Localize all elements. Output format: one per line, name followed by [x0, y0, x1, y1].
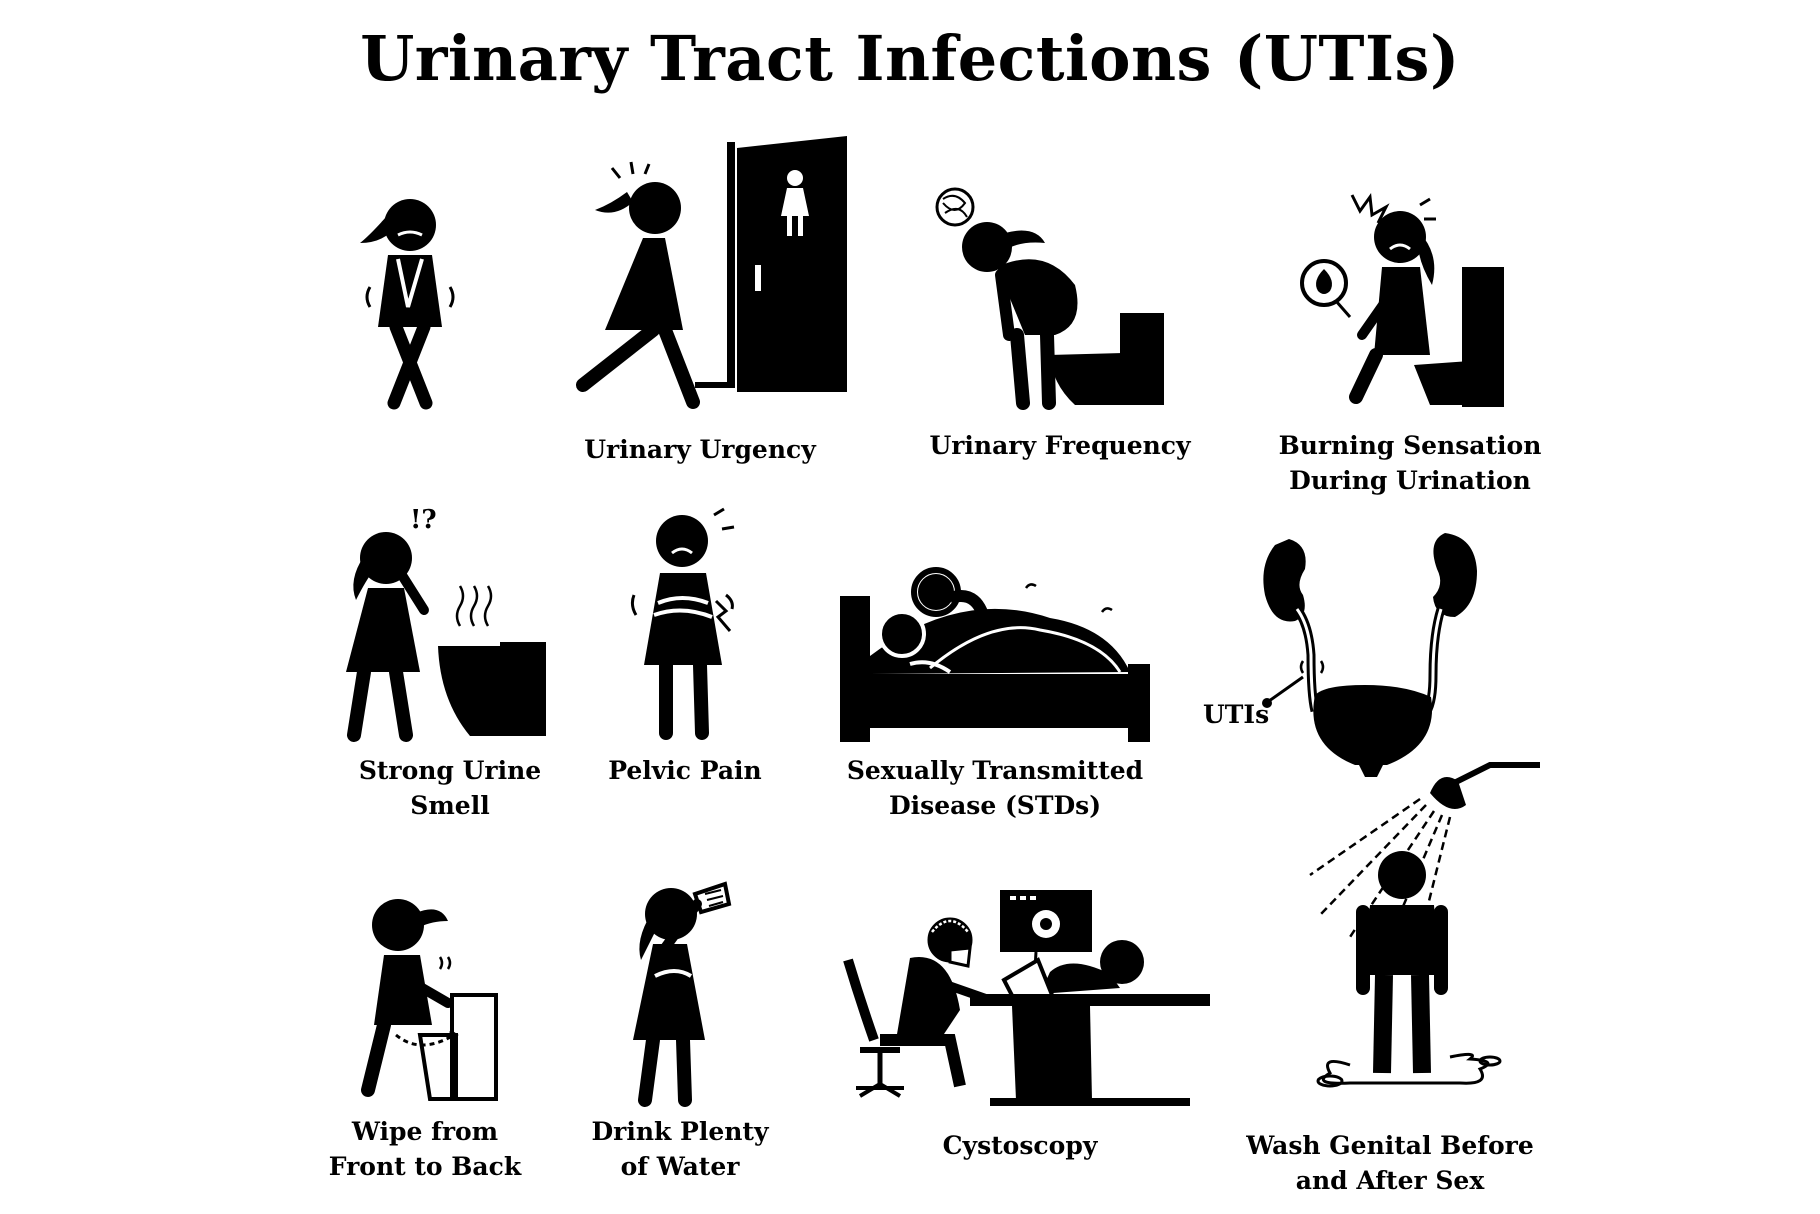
bent-over-toilet-icon	[935, 187, 1164, 410]
couple-in-bed-icon	[840, 567, 1150, 742]
label-stds: Sexually Transmitted Disease (STDs)	[846, 756, 1144, 820]
label-cystoscopy: Cystoscopy	[942, 1131, 1098, 1160]
label-wipe-front-to-back: Wipe from Front to Back	[328, 1117, 522, 1181]
utis-pointer-label: UTIs	[1203, 700, 1270, 729]
cystoscopy-procedure-icon	[843, 890, 1210, 1106]
label-urinary-urgency: Urinary Urgency	[584, 435, 816, 464]
label-drink-water: Drink Plenty of Water	[591, 1117, 769, 1181]
page-title: Urinary Tract Infections (UTIs)	[360, 22, 1460, 95]
pelvic-pain-woman-icon	[630, 507, 735, 740]
urinary-system-icon	[1262, 533, 1477, 777]
label-wash-genital: Wash Genital Before and After Sex	[1246, 1131, 1534, 1195]
surprise-mark: !?	[410, 505, 437, 535]
burning-pain-toilet-icon	[1300, 192, 1504, 407]
smelling-toilet-icon: !?	[346, 505, 546, 742]
label-strong-urine-smell: Strong Urine Smell	[358, 756, 542, 820]
walking-to-restroom-icon	[576, 136, 847, 409]
label-pelvic-pain: Pelvic Pain	[608, 756, 762, 785]
wiping-toilet-icon	[361, 899, 498, 1101]
drinking-water-icon	[633, 881, 732, 1107]
shower-wash-icon	[1309, 762, 1540, 1088]
label-urinary-frequency: Urinary Frequency	[929, 431, 1191, 460]
label-burning-sensation: Burning Sensation During Urination	[1278, 431, 1542, 495]
holding-urge-woman-icon	[360, 199, 455, 410]
